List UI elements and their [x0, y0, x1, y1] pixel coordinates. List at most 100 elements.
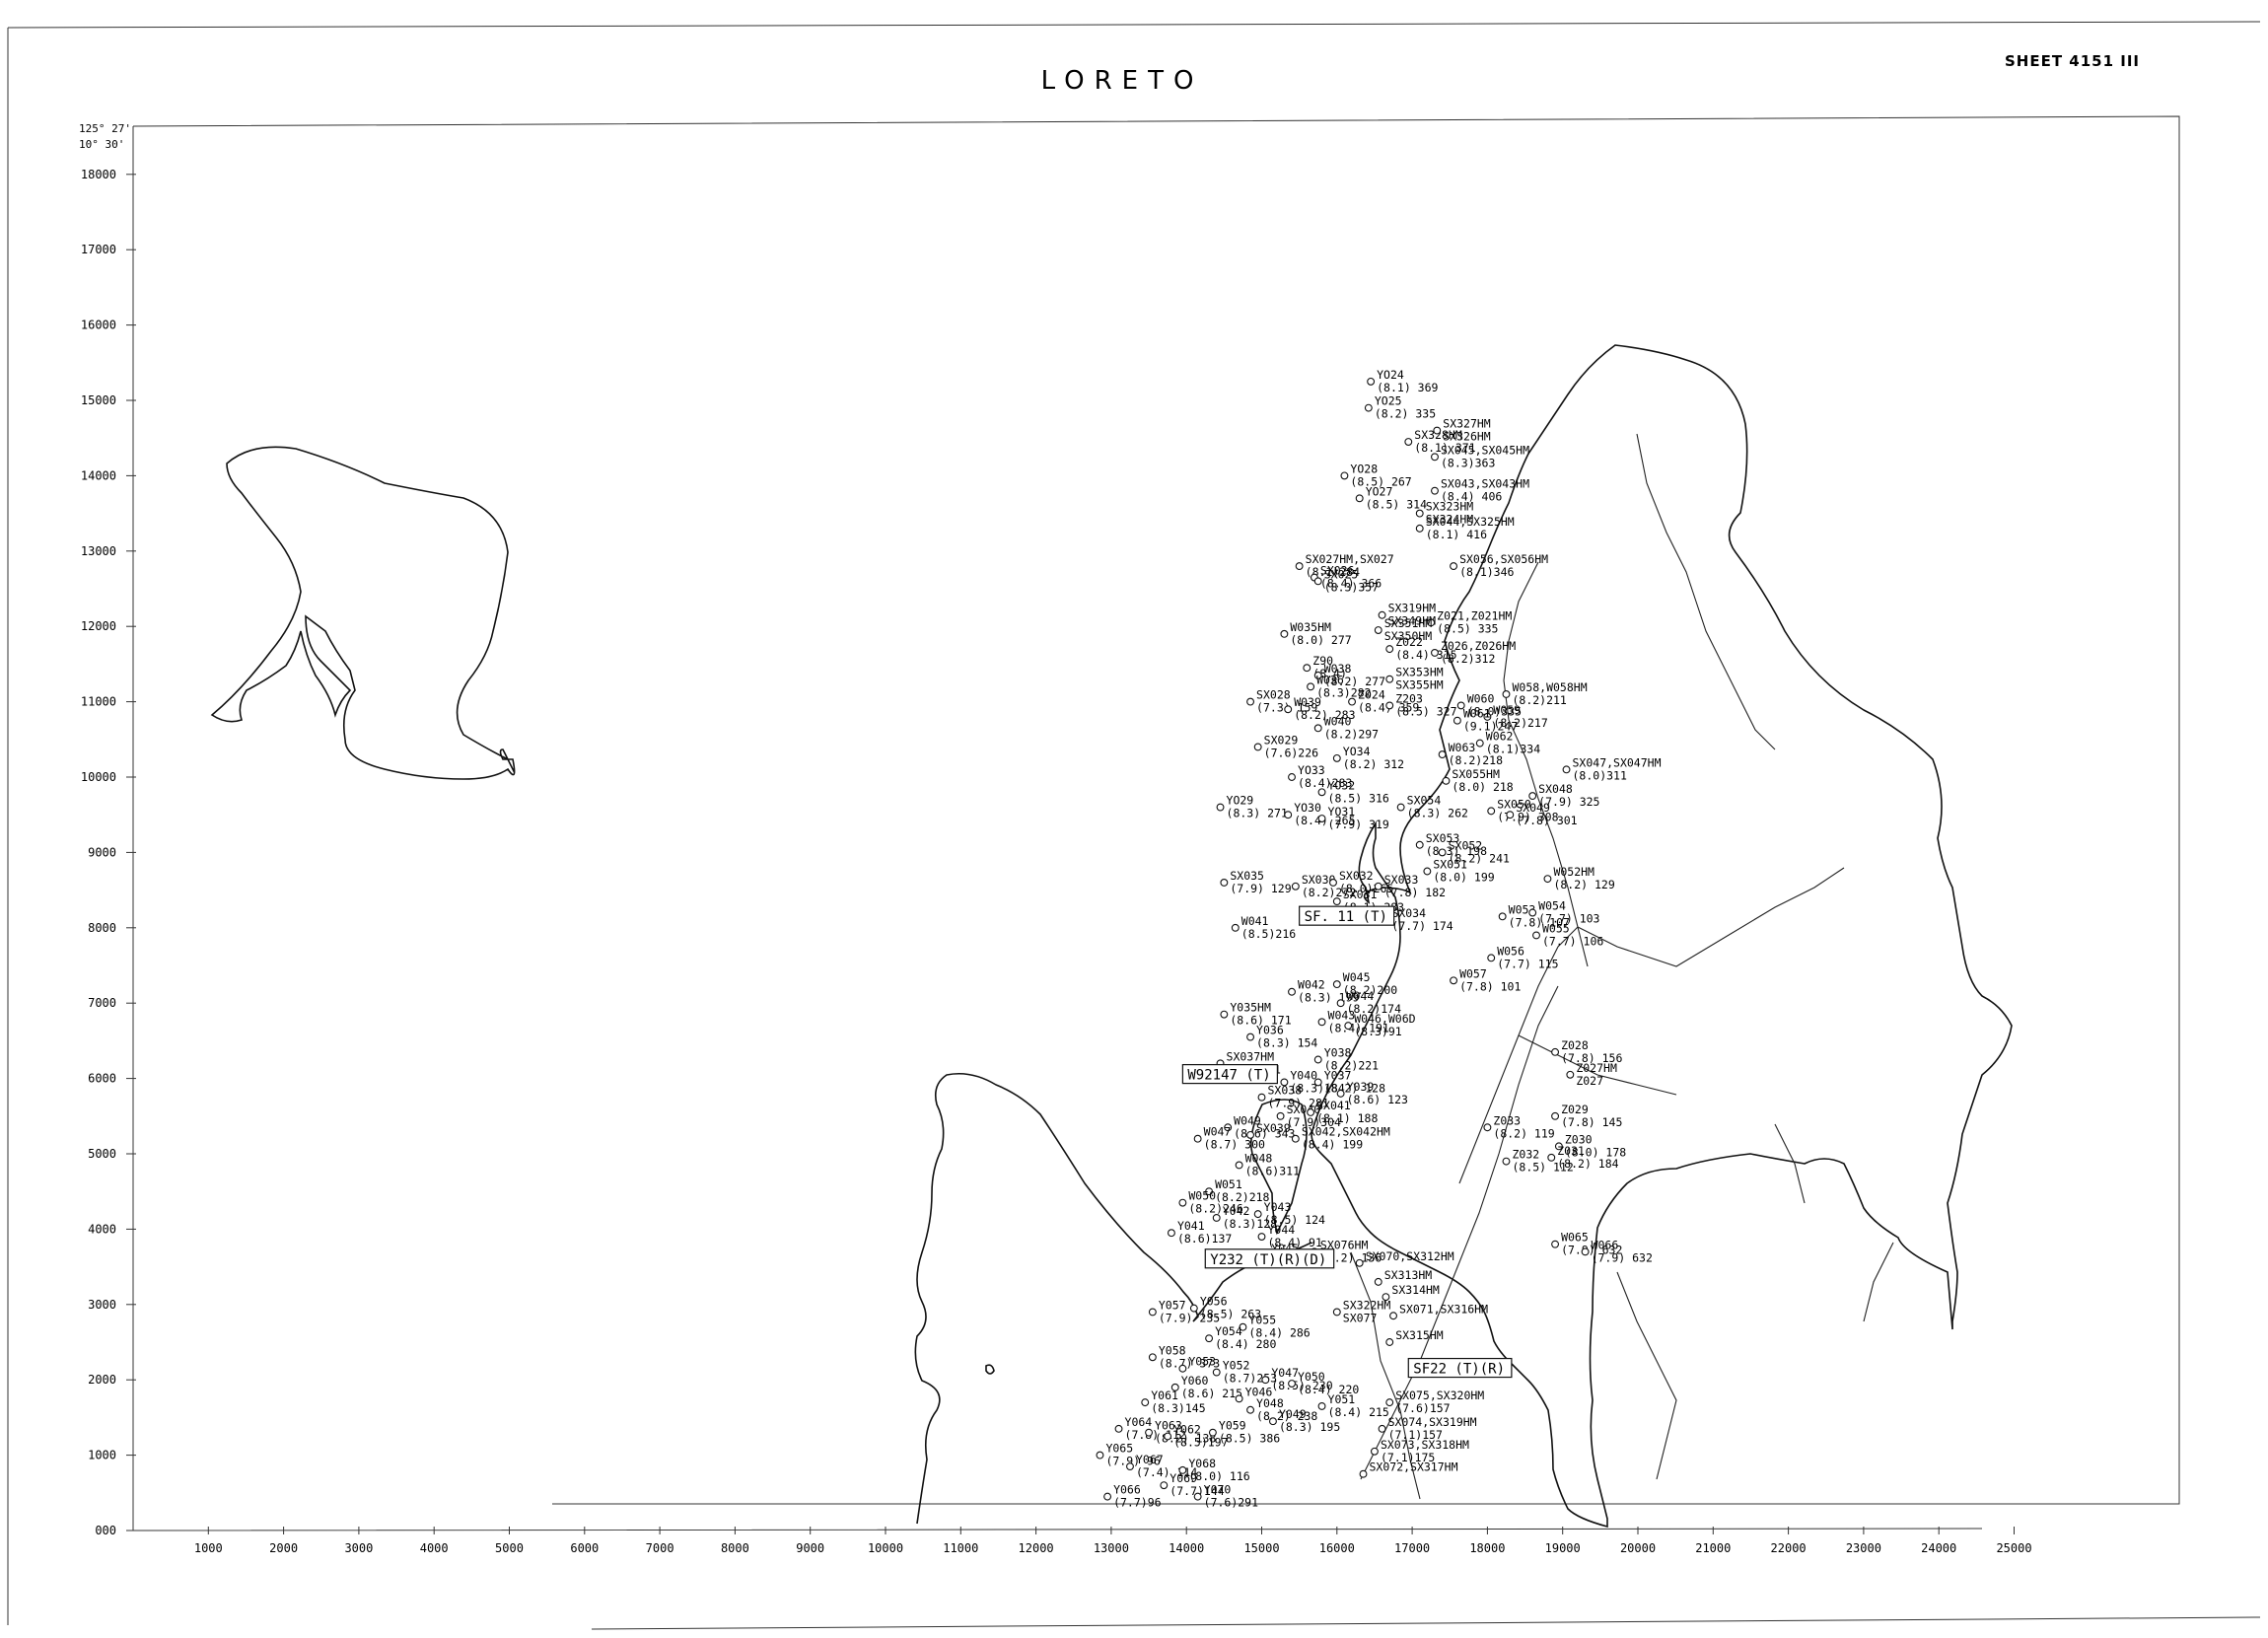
- station-marker[interactable]: Y055(8.4) 286: [1239, 1314, 1311, 1340]
- benchmark-box[interactable]: W92147 (T): [1181, 1063, 1278, 1085]
- station-marker[interactable]: W041(8.5)216: [1231, 914, 1296, 941]
- station-marker[interactable]: YO27(8.5) 314: [1355, 484, 1427, 511]
- station-marker[interactable]: SX048(7.9) 325: [1528, 782, 1600, 809]
- station-marker[interactable]: W057(7.8) 101: [1450, 966, 1522, 993]
- station-marker[interactable]: SX039: [1246, 1121, 1291, 1139]
- station-marker[interactable]: SX328HM(8.1) 371: [1404, 428, 1476, 455]
- station-marker[interactable]: YO29(8.3) 271: [1216, 794, 1288, 820]
- station-marker[interactable]: W051(8.2)218: [1205, 1177, 1270, 1204]
- station-marker[interactable]: W046,W06D(8.3)91: [1344, 1012, 1416, 1038]
- station-marker[interactable]: YO24(8.1) 369: [1367, 368, 1439, 394]
- station-marker[interactable]: Y068(8.0) 116: [1178, 1457, 1250, 1483]
- station-marker[interactable]: YO32(8.5) 316: [1317, 778, 1389, 805]
- station-marker[interactable]: YO34(8.2) 312: [1332, 745, 1404, 771]
- station-marker[interactable]: Y040(8.3)184: [1280, 1068, 1345, 1095]
- station-marker[interactable]: Z028(7.8) 156: [1551, 1038, 1623, 1065]
- station-marker[interactable]: SX055HM(8.0) 218: [1442, 767, 1514, 794]
- station-marker[interactable]: W065(7.9) 632: [1551, 1231, 1623, 1257]
- station-marker[interactable]: W035HM(8.0) 277: [1280, 620, 1352, 647]
- station-marker[interactable]: SX026(8.4) 366: [1310, 564, 1382, 591]
- station-marker[interactable]: SX043,SX043HM(8.4) 406: [1431, 477, 1529, 504]
- station-marker[interactable]: Y042(8.3)128: [1212, 1204, 1277, 1231]
- station-marker[interactable]: Z031(8.2) 184: [1547, 1144, 1619, 1171]
- station-marker[interactable]: Y062(8.5)197: [1164, 1423, 1229, 1450]
- station-marker[interactable]: SX027HM,SX027(8.1)284: [1295, 552, 1394, 579]
- station-marker[interactable]: SX071,SX316HM: [1389, 1302, 1488, 1320]
- benchmark-box[interactable]: SF22 (T)(R): [1407, 1357, 1513, 1379]
- station-marker[interactable]: SX038(7.9) 281: [1257, 1084, 1329, 1110]
- station-marker[interactable]: Y058(8.7) 373: [1148, 1343, 1220, 1370]
- station-marker[interactable]: W050(8.2)246: [1178, 1189, 1243, 1216]
- station-marker[interactable]: SX025(8.3)357: [1313, 567, 1379, 594]
- station-marker[interactable]: SX051(8.0) 199: [1423, 858, 1495, 885]
- station-marker[interactable]: W038(8.2) 277: [1313, 662, 1385, 688]
- station-marker[interactable]: SX029(7.6)226: [1253, 733, 1318, 759]
- station-marker[interactable]: SX049(7.8) 301: [1506, 801, 1578, 827]
- station-marker[interactable]: Y065(7.9) 96: [1096, 1442, 1161, 1468]
- station-marker[interactable]: W039(8.2) 283: [1284, 695, 1356, 722]
- station-marker[interactable]: Y059(8.5) 386: [1208, 1419, 1281, 1446]
- station-marker[interactable]: SX044,SX325HM(8.1) 416: [1415, 515, 1515, 541]
- station-marker[interactable]: Y035HM(8.6) 171: [1220, 1001, 1292, 1028]
- station-marker[interactable]: Z026,Z026HM(8.2)312: [1431, 639, 1517, 666]
- station-marker[interactable]: Y043(8.5) 124: [1253, 1200, 1325, 1227]
- station-marker[interactable]: W047(8.7) 300: [1193, 1125, 1265, 1152]
- benchmark-box[interactable]: Y232 (T)(R)(D): [1204, 1248, 1335, 1269]
- station-marker[interactable]: Z029(7.8) 145: [1551, 1103, 1623, 1129]
- station-marker[interactable]: SX315HM: [1385, 1328, 1444, 1346]
- station-marker[interactable]: SX042,SX042HM(8.4) 199: [1291, 1125, 1390, 1152]
- station-marker[interactable]: W055(7.7) 106: [1532, 921, 1604, 948]
- station-marker[interactable]: Y049(8.3) 195: [1268, 1407, 1341, 1434]
- station-marker[interactable]: SX070,SX312HM: [1355, 1249, 1454, 1267]
- benchmark-box[interactable]: SF. 11 (T): [1299, 905, 1395, 926]
- station-marker[interactable]: SX053(8.3) 198: [1415, 831, 1487, 858]
- station-marker[interactable]: SX034(7.7) 174: [1382, 906, 1453, 933]
- station-marker[interactable]: SX054(8.3) 262: [1396, 794, 1468, 820]
- station-marker[interactable]: W056(7.7) 115: [1487, 944, 1559, 970]
- station-marker[interactable]: SX041(8.1) 188: [1307, 1099, 1379, 1125]
- station-marker[interactable]: SX035(7.9) 129: [1220, 869, 1292, 895]
- station-marker[interactable]: Y038(8.2)221: [1313, 1046, 1379, 1073]
- station-marker[interactable]: W043(8.4) 191: [1317, 1008, 1389, 1034]
- station-marker[interactable]: W061(9.1)247: [1453, 707, 1518, 734]
- station-marker[interactable]: SX313HM: [1374, 1268, 1432, 1286]
- station-marker[interactable]: SX030(8.2)272: [1291, 873, 1356, 899]
- station-marker[interactable]: Y047(8.5) 230: [1261, 1366, 1333, 1392]
- station-marker[interactable]: Y054(8.4) 280: [1205, 1324, 1277, 1351]
- station-marker[interactable]: Y046: [1235, 1385, 1272, 1403]
- station-marker[interactable]: SX314HM: [1382, 1283, 1440, 1302]
- station-marker[interactable]: W059(8.2)217: [1483, 703, 1548, 730]
- station-marker[interactable]: W040(8.2)297: [1313, 714, 1379, 741]
- station-marker[interactable]: SX033(7.8) 182: [1374, 873, 1446, 899]
- station-marker[interactable]: SX028(7.3) 159: [1246, 688, 1318, 715]
- station-marker[interactable]: SX075,SX320HM(7.6)157: [1385, 1389, 1484, 1415]
- station-marker[interactable]: YO28(8.5) 267: [1340, 462, 1412, 488]
- station-marker[interactable]: SX047,SX047HM(8.0)311: [1562, 755, 1662, 782]
- station-marker[interactable]: Y061(8.3)145: [1141, 1389, 1206, 1415]
- station-marker[interactable]: Y056(8.5) 263: [1189, 1295, 1261, 1321]
- station-marker[interactable]: Z022(8.4) 315: [1385, 635, 1457, 662]
- station-marker[interactable]: SX074,SX319HM(7.1)157: [1378, 1415, 1477, 1442]
- station-marker[interactable]: W045(8.2)200: [1332, 970, 1397, 997]
- station-marker[interactable]: Z033(8.2) 119: [1483, 1113, 1555, 1140]
- station-marker[interactable]: Y041(8.6)137: [1167, 1219, 1233, 1246]
- station-marker[interactable]: W048(8.6)311: [1235, 1151, 1300, 1177]
- station-marker[interactable]: W060(8.0)335: [1456, 691, 1522, 718]
- station-marker[interactable]: Y051(8.4) 215: [1317, 1392, 1389, 1419]
- station-marker[interactable]: Z021,Z021HM(8.5) 335: [1427, 608, 1513, 635]
- station-marker[interactable]: Y050(8.4) 220: [1288, 1370, 1360, 1396]
- station-marker[interactable]: Z203(8.5) 327: [1385, 691, 1457, 718]
- station-marker[interactable]: YO25(8.2) 335: [1364, 394, 1436, 421]
- station-marker[interactable]: SX052(8.2) 241: [1438, 838, 1510, 865]
- station-marker[interactable]: Z032(8.5) 112: [1502, 1148, 1574, 1175]
- station-marker[interactable]: W063(8.2)218: [1438, 741, 1503, 767]
- station-marker[interactable]: SX045,SX045HM(8.3)363: [1431, 443, 1529, 469]
- station-marker[interactable]: Y066(7.7)96: [1103, 1483, 1162, 1510]
- station-marker[interactable]: Y060(8.6) 215: [1170, 1374, 1242, 1400]
